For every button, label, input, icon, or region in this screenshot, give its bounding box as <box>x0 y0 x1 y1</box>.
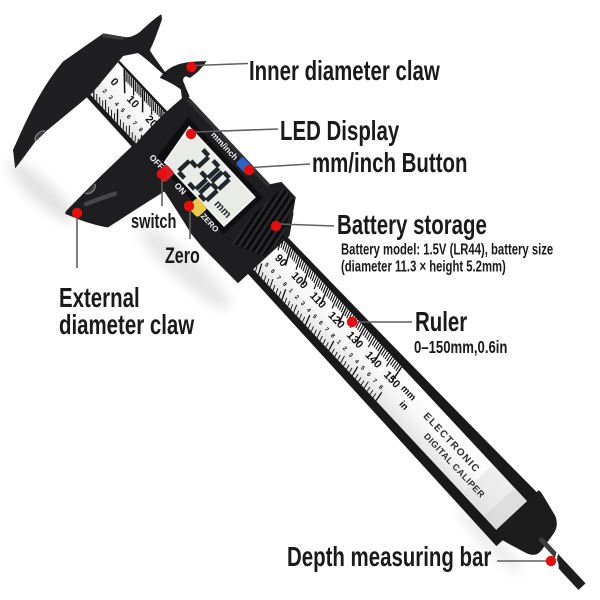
svg-text:4: 4 <box>113 101 120 108</box>
svg-text:6: 6 <box>125 114 132 121</box>
svg-text:7: 7 <box>275 275 282 281</box>
svg-text:3: 3 <box>299 301 306 308</box>
svg-text:2: 2 <box>101 88 108 94</box>
svg-text:8: 8 <box>377 385 384 392</box>
svg-text:5: 5 <box>311 314 318 321</box>
svg-text:3: 3 <box>347 352 354 359</box>
svg-text:5: 5 <box>119 108 126 115</box>
svg-text:diameter claw: diameter claw <box>59 310 195 341</box>
svg-text:Battery model: 1.5V (LR44), ba: Battery model: 1.5V (LR44), battery size <box>341 241 554 258</box>
svg-text:2: 2 <box>293 294 300 300</box>
svg-text:Depth measuring bar: Depth measuring bar <box>287 542 492 573</box>
svg-text:2: 2 <box>341 346 348 352</box>
svg-text:6: 6 <box>365 372 372 379</box>
svg-text:3: 3 <box>107 95 114 102</box>
svg-text:5: 5 <box>359 365 366 372</box>
svg-text:7: 7 <box>371 378 378 384</box>
svg-text:External: External <box>59 283 140 314</box>
svg-text:4: 4 <box>353 359 360 366</box>
svg-text:Battery storage: Battery storage <box>337 210 487 241</box>
svg-text:1: 1 <box>287 288 294 295</box>
svg-text:5: 5 <box>263 262 270 269</box>
svg-text:7: 7 <box>131 121 138 127</box>
svg-text:(diameter 11.3 × height 5.2mm): (diameter 11.3 × height 5.2mm) <box>341 258 506 275</box>
svg-text:6: 6 <box>269 269 276 276</box>
svg-text:4: 4 <box>305 307 312 314</box>
svg-text:Inner diameter claw: Inner diameter claw <box>249 56 441 87</box>
svg-text:mm/inch Button: mm/inch Button <box>312 148 467 179</box>
svg-text:LED Display: LED Display <box>280 116 400 147</box>
svg-text:switch: switch <box>131 210 176 233</box>
svg-text:1: 1 <box>335 340 342 347</box>
svg-text:Zero: Zero <box>165 245 200 269</box>
svg-text:8: 8 <box>281 282 288 289</box>
svg-text:0–150mm,0.6in: 0–150mm,0.6in <box>414 338 507 357</box>
svg-text:8: 8 <box>329 333 336 340</box>
svg-text:Ruler: Ruler <box>415 307 468 338</box>
svg-text:6: 6 <box>317 320 324 327</box>
svg-text:7: 7 <box>323 327 330 333</box>
svg-text:8: 8 <box>137 127 144 134</box>
